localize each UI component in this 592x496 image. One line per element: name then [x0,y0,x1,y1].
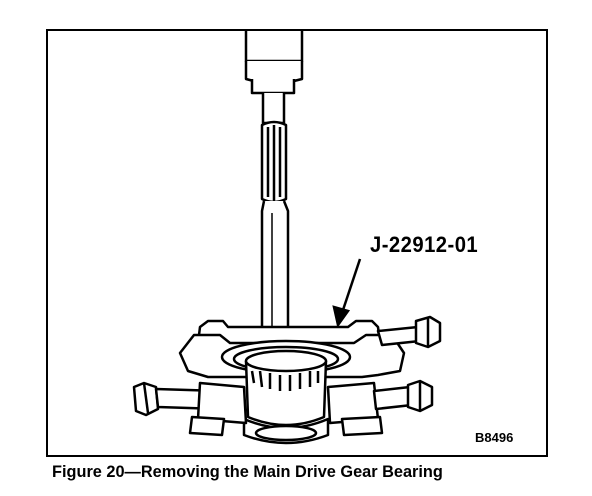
tool-label: J-22912-01 [370,232,479,257]
figure-caption: Figure 20—Removing the Main Drive Gear B… [52,462,443,481]
figure-frame: J-22912-01 B8496 [46,29,548,457]
gear-bearing-illustration [132,31,442,445]
leader-arrow [332,258,362,329]
press-ram [244,31,304,63]
figure-code: B8496 [475,430,514,445]
